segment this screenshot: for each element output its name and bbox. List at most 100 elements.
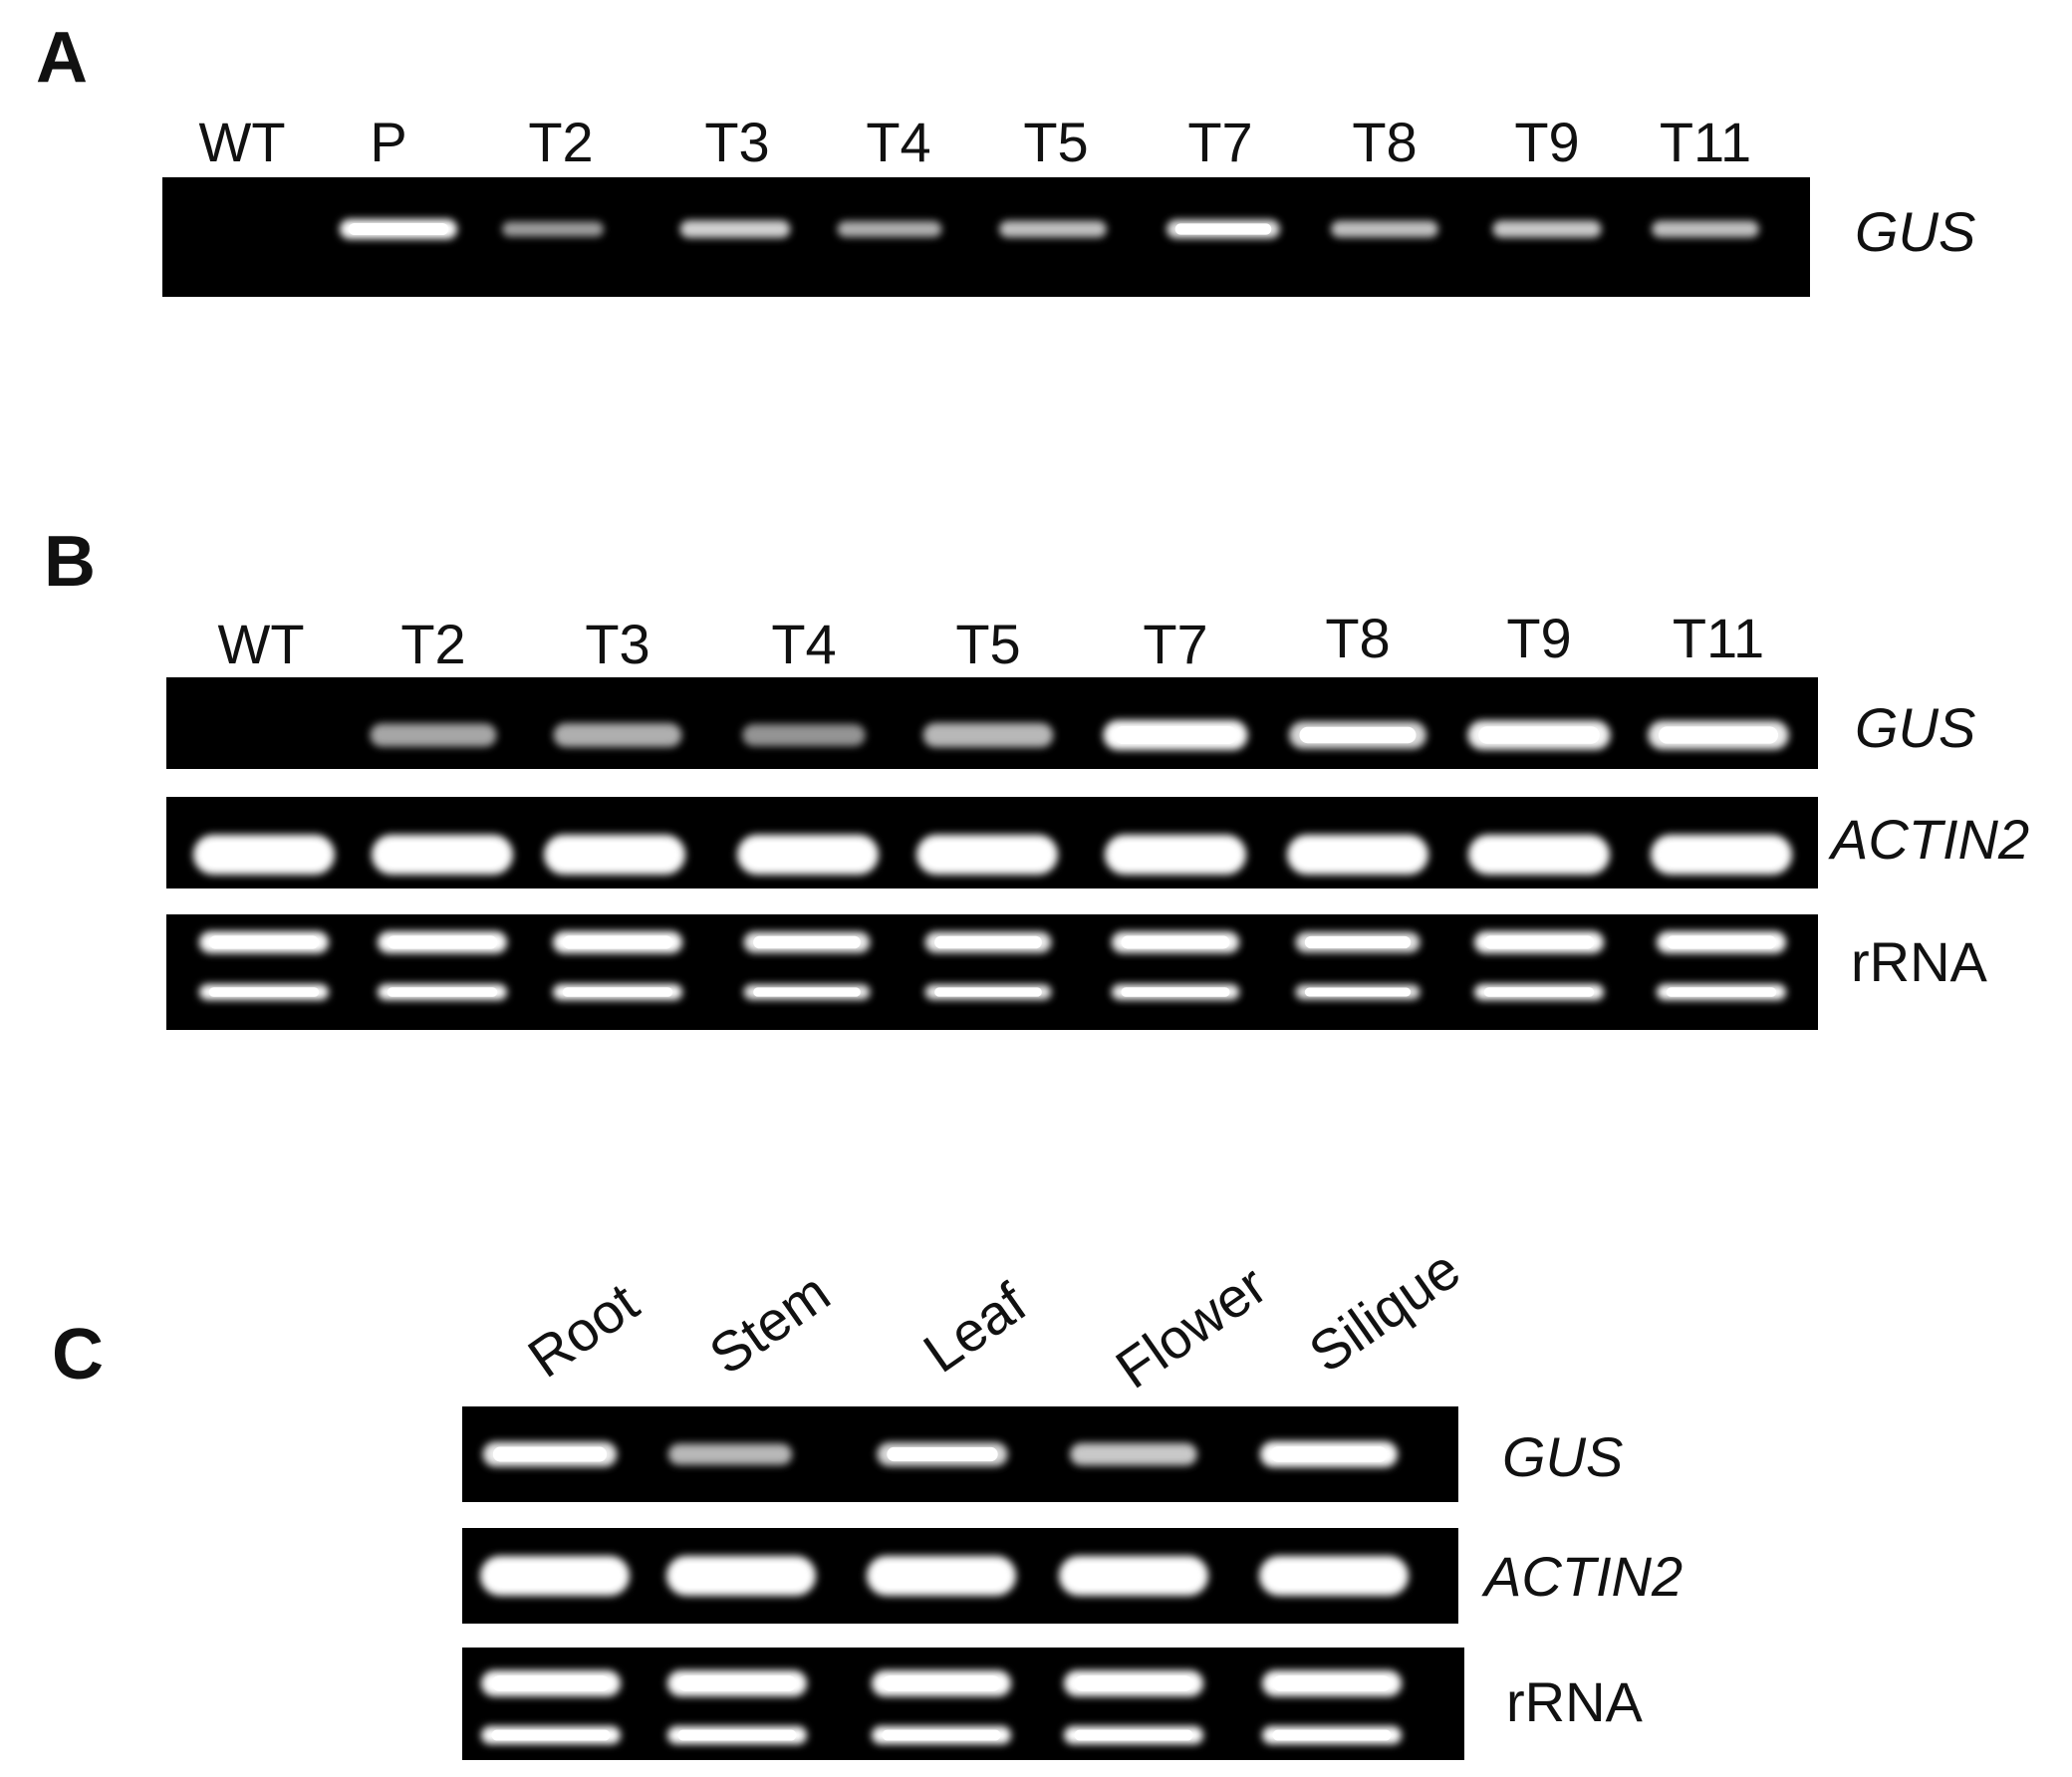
gel-band-core (882, 1675, 1001, 1691)
gel-band-core (1174, 223, 1272, 235)
lane-label: T9 (1514, 111, 1579, 173)
gel-band-core (1074, 1729, 1193, 1741)
gel-band (999, 220, 1107, 238)
panel-c-letter: C (52, 1315, 104, 1395)
lane-label: T4 (866, 111, 930, 173)
panel-b-rrna-bands (199, 931, 1786, 1000)
gel-band-core (1483, 987, 1595, 997)
gel-band (922, 722, 1054, 748)
gel-band-core (1272, 1729, 1392, 1741)
lane-label: T7 (1143, 613, 1207, 675)
gel-band-core (926, 843, 1048, 867)
panel-b-letter: B (44, 522, 96, 602)
lane-label: T8 (1352, 111, 1417, 173)
gel-band (370, 723, 497, 747)
lane-label: T11 (1673, 607, 1764, 669)
lane-label: T2 (400, 613, 465, 675)
gel-band-core (878, 1564, 1005, 1588)
gel-band-core (491, 1564, 619, 1588)
gel-band-core (753, 987, 861, 997)
gene-label-rrna: rRNA (1851, 930, 1988, 993)
lane-label: T3 (585, 613, 649, 675)
gel-band-core (934, 935, 1042, 949)
gel-band-core (387, 935, 498, 949)
panel-a-letter: A (36, 18, 88, 98)
gel-band-core (1115, 843, 1236, 867)
lane-label: T2 (528, 111, 593, 173)
gel-band-core (1666, 935, 1777, 949)
gel-band-core (1074, 1675, 1193, 1691)
lane-label: T8 (1325, 607, 1390, 669)
gel-band-core (1661, 843, 1782, 867)
gel-band (553, 723, 682, 747)
gel-band (742, 724, 866, 746)
panel-c-lane-labels: Root Stem Leaf Flower Silique (517, 1237, 1471, 1400)
gel-band-core (882, 1729, 1001, 1741)
gel-band (1331, 220, 1438, 238)
gene-label-gus: GUS (1855, 200, 1975, 263)
lane-label: T7 (1187, 111, 1252, 173)
lane-label: T3 (704, 111, 769, 173)
gel-band-core (1121, 935, 1230, 949)
gel-band-core (562, 935, 673, 949)
gel-band-core (562, 987, 673, 997)
lane-label: WT (217, 613, 304, 675)
gel-band-core (934, 987, 1042, 997)
gene-label-gus: GUS (1502, 1425, 1623, 1488)
panel-c-gus-bands (482, 1441, 1398, 1467)
panel-b-gus-bands (370, 720, 1789, 750)
gel-band-core (753, 935, 861, 949)
gel-band-core (677, 1564, 805, 1588)
gel-band-core (1070, 1564, 1197, 1588)
panel-c-actin2-bands (480, 1556, 1409, 1596)
gel-band (679, 220, 791, 238)
gel-band-core (382, 843, 503, 867)
panel-c-rrna-bands (481, 1670, 1402, 1744)
gel-band-core (492, 1446, 608, 1462)
lane-label: Stem (698, 1260, 841, 1387)
gel-band-core (1304, 987, 1412, 997)
panel-a-gus-bands (340, 219, 1759, 239)
gel-band (502, 221, 604, 237)
gel-band (667, 1443, 793, 1465)
gel-band-core (1270, 1564, 1398, 1588)
gel-band-core (491, 1729, 611, 1741)
gel-band-core (208, 987, 320, 997)
gene-label-actin2: ACTIN2 (1481, 1545, 1683, 1608)
gel-band-core (203, 843, 325, 867)
gene-label-actin2: ACTIN2 (1828, 808, 2029, 871)
gel-band (1492, 220, 1602, 238)
lane-label: Root (517, 1270, 649, 1390)
gel-band (1652, 220, 1759, 238)
gel-band-core (554, 843, 675, 867)
gel-band-core (677, 1729, 797, 1741)
lane-label: T11 (1660, 111, 1751, 173)
gel-band-core (1304, 935, 1412, 949)
lane-label: T4 (771, 613, 836, 675)
lane-label: T5 (1023, 111, 1088, 173)
gel-band-core (387, 987, 498, 997)
gel-band-core (348, 223, 449, 235)
lane-label: Silique (1298, 1237, 1471, 1385)
lane-label: T5 (955, 613, 1020, 675)
lane-label: Flower (1105, 1253, 1278, 1400)
gel-band-core (887, 1446, 998, 1462)
gel-band-core (1478, 726, 1600, 744)
panel-a-lane-labels: WT P T2 T3 T4 T5 T7 T8 T9 T11 (198, 111, 1751, 173)
gel-band-core (1299, 726, 1417, 744)
gel-band-core (1272, 1675, 1392, 1691)
lane-label: T9 (1506, 607, 1571, 669)
gene-label-rrna: rRNA (1506, 1670, 1644, 1733)
gel-band-core (1483, 935, 1595, 949)
gel-band-core (677, 1675, 797, 1691)
gel-band-core (1658, 726, 1779, 744)
gel-band-core (1666, 987, 1777, 997)
gel-band (837, 221, 942, 237)
gel-band-core (1114, 726, 1237, 744)
gel-band-core (1270, 1446, 1388, 1462)
gel-band-core (1121, 987, 1230, 997)
panel-b-actin2-bands (193, 835, 1792, 875)
gel-band-core (747, 843, 869, 867)
lane-label: Leaf (912, 1270, 1038, 1384)
